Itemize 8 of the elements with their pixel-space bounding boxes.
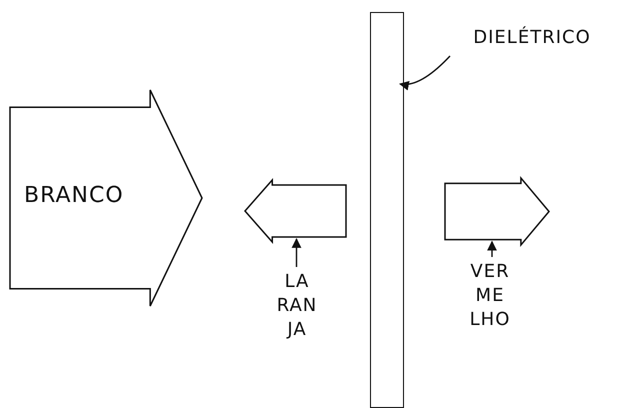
callout-label: DIELÉTRICO <box>452 26 612 56</box>
callout-label: LA RAN JA <box>272 270 322 348</box>
leader-arrow <box>292 238 302 267</box>
leader-arrow <box>487 240 497 257</box>
arrow-label: BRANCO <box>24 184 124 208</box>
leader-arrow <box>399 56 450 90</box>
callout-label: VER ME LHO <box>462 260 518 338</box>
dielectric-slab <box>370 12 404 408</box>
